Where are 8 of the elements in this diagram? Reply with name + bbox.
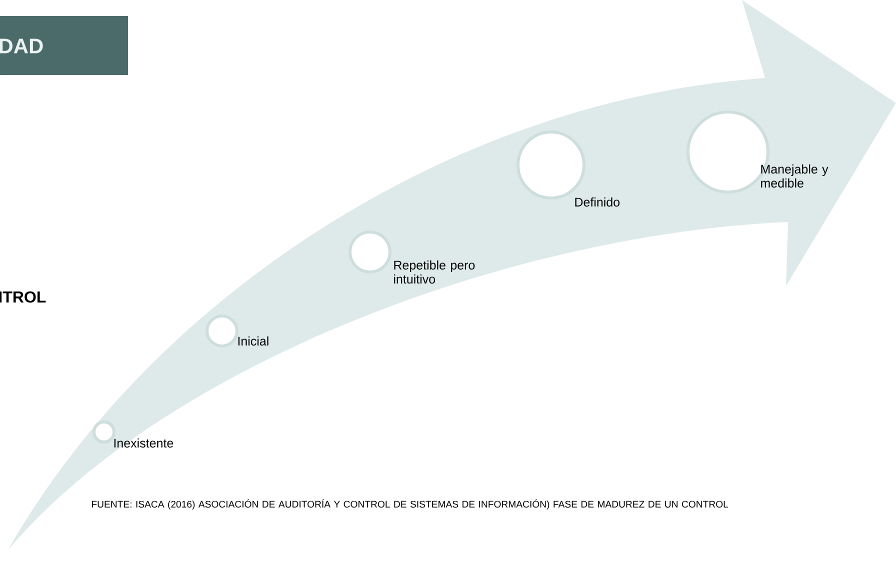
stage-label: Inicial (238, 336, 268, 346)
stage-label: Inexistente (114, 438, 174, 448)
stage-label: Repetible pero intuitivo (394, 260, 475, 284)
stage-label: Manejable y medible (761, 164, 828, 188)
caption: FUENTE: ISACA (2016) ASOCIACIÓN DE AUDITORÍA Y CONTROL DE SISTEMAS DE INFORMACIÓN) FASE DE MADUREZ DE UN CONTROL (92, 499, 728, 510)
title-banner: DAD (0, 16, 128, 75)
stage-label: Definido (575, 197, 620, 207)
stage-circle (92, 420, 116, 444)
